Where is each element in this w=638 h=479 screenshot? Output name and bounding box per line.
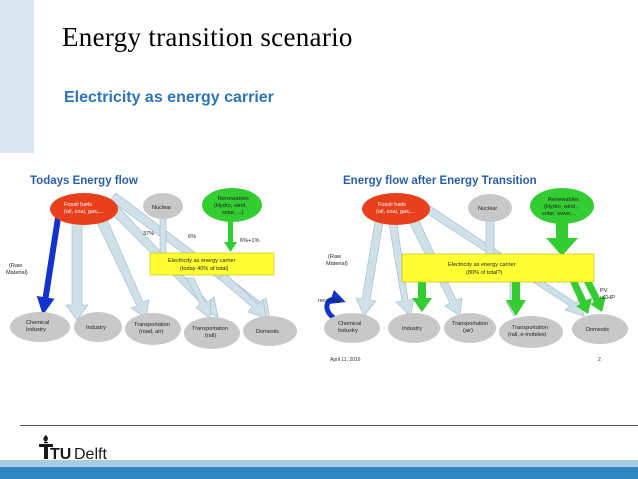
transport-rail-label: Transportation <box>512 325 548 331</box>
nuclear-label: Nuclear <box>478 206 497 212</box>
industry-node <box>388 313 440 343</box>
flame-icon <box>39 435 53 459</box>
slide-subtitle: Electricity as energy carrier <box>64 89 274 106</box>
renewables-sublabel-1: (Hydro, wind, <box>214 203 247 209</box>
raw-material-label: (Raw <box>328 254 342 260</box>
transport-rail-sublabel: (rail, e-mobiles) <box>508 332 547 338</box>
carrier-sublabel: (80% of total?) <box>466 270 503 276</box>
left-accent-bar <box>0 0 34 153</box>
transport-road-sublabel: (road, air) <box>139 329 163 335</box>
raw-material-sublabel: Material) <box>326 261 348 267</box>
domestic-label: Domestic <box>586 327 610 333</box>
tudelft-logo: TU Delft <box>36 432 116 463</box>
transport-rail-node <box>184 317 240 349</box>
renewables-sublabel-2: solar, ...) <box>222 210 244 216</box>
page-number: 2 <box>598 357 601 363</box>
logo-tu-text: TU <box>50 446 71 462</box>
slide-date: April 11, 2016 <box>330 357 361 363</box>
nuclear-node <box>143 193 183 219</box>
footer-band-light <box>0 460 638 467</box>
domestic-label: Domestic <box>256 329 280 335</box>
green-arrow <box>224 212 237 252</box>
raw-material-sublabel: Material) <box>6 270 28 276</box>
fossil-fuels-node <box>50 193 118 225</box>
fossil-fuels-node <box>362 193 430 225</box>
chemical-sublabel: Industry <box>338 328 358 334</box>
slide-title: Energy transition scenario <box>62 22 353 52</box>
fossil-sublabel: (oil, coal, gas,... <box>64 209 104 215</box>
renewables-sublabel-1: (Hydro, wind, <box>544 204 577 210</box>
transport-rail-sublabel: (rail) <box>205 333 216 339</box>
chemical-sublabel: Industry <box>26 327 46 333</box>
renewables-label: Renewables <box>548 197 579 203</box>
carrier-label: Electricity as energy carrier <box>168 258 236 264</box>
nuclear-label: Nuclear <box>152 205 171 211</box>
diagram-todays-energy-flow: Todays Energy flow Fossil fuels (oil, co… <box>0 160 310 370</box>
domestic-node <box>572 314 628 344</box>
renewables-sublabel-2: solar, wave,... <box>542 211 577 217</box>
industry-label: Industry <box>402 326 422 332</box>
electricity-carrier-box <box>401 253 595 283</box>
percent-6-1: 6%+1% <box>240 238 259 244</box>
fossil-sublabel: (oil, coal, gas,... <box>376 209 416 215</box>
raw-material-label: (Raw <box>9 263 23 269</box>
diagram-left-title: Todays Energy flow <box>30 175 138 187</box>
chemical-industry-node <box>10 312 70 342</box>
renewables-node <box>202 188 262 222</box>
chemical-label: Chemical <box>26 320 49 326</box>
renewables-label: Renewables <box>218 196 249 202</box>
transport-road-node <box>125 313 181 345</box>
green-arrows <box>412 220 606 316</box>
industry-label: Industry <box>86 325 106 331</box>
transport-air-node <box>444 313 496 343</box>
transport-air-sublabel: (air) <box>463 328 473 334</box>
raw-material-arrow <box>36 217 61 316</box>
percent-6: 6% <box>188 234 196 240</box>
transport-rail-node <box>499 316 563 348</box>
chemical-industry-node <box>324 313 380 343</box>
industry-node <box>74 312 122 342</box>
uchp-label: uCHP <box>600 295 615 301</box>
logo-delft-text: Delft <box>74 446 107 462</box>
nuclear-node <box>468 194 512 222</box>
recycling-arrow <box>324 289 346 321</box>
percent-37: 37% <box>143 231 154 237</box>
pv-label: PV <box>600 288 608 294</box>
diagram-after-energy-transition: Energy flow after Energy Transition Foss… <box>318 160 638 370</box>
domestic-node <box>243 316 297 346</box>
chemical-label: Chemical <box>338 321 361 327</box>
footer-band <box>0 460 638 479</box>
carrier-sublabel: (today 40% of total) <box>180 266 229 272</box>
transport-rail-label: Transportation <box>192 326 228 332</box>
transport-air-label: Transportation <box>452 321 488 327</box>
diagram-right-title: Energy flow after Energy Transition <box>343 175 537 187</box>
transport-road-label: Transportation <box>134 322 170 328</box>
footer-divider <box>20 425 638 426</box>
carrier-label: Electricity as energy carrier <box>448 262 516 268</box>
fossil-label: Fossil fuels <box>378 202 406 208</box>
electricity-carrier-box <box>149 252 275 276</box>
recycling-label: recycling <box>318 298 340 304</box>
fossil-label: Fossil fuels <box>64 202 92 208</box>
renewables-node <box>530 188 594 224</box>
